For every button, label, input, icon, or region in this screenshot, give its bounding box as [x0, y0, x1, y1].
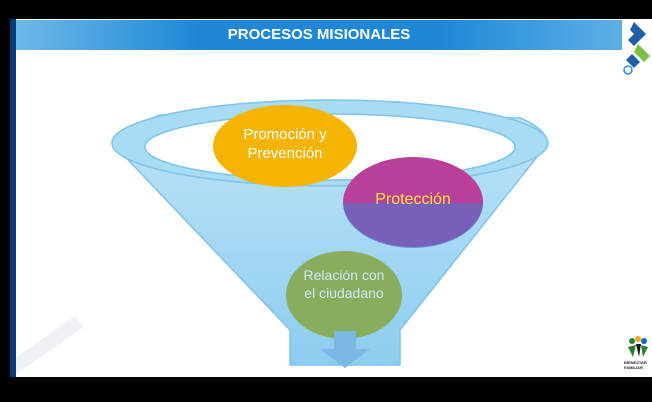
icbf-family-logo-icon	[628, 336, 648, 357]
title-bar: PROCESOS MISIONALES	[16, 20, 622, 50]
proteccion-overlap	[343, 203, 483, 248]
slide-title: PROCESOS MISIONALES	[227, 26, 411, 43]
logo-text: BIENESTAR FAMILIAR	[624, 360, 647, 370]
down-arrow-icon	[320, 331, 370, 368]
top-letterbox	[0, 0, 652, 19]
icbf-diamond-logo-icon	[623, 22, 650, 75]
bottom-letterbox	[0, 377, 652, 402]
node-promocion	[213, 105, 357, 187]
node-relacion-label: Relación con el ciudadano	[303, 267, 385, 301]
slide-left-border	[10, 19, 16, 377]
node-promocion-label: Promoción y Prevención	[243, 126, 327, 162]
node-relacion	[286, 251, 402, 339]
node-proteccion-label: Protección	[375, 191, 451, 208]
